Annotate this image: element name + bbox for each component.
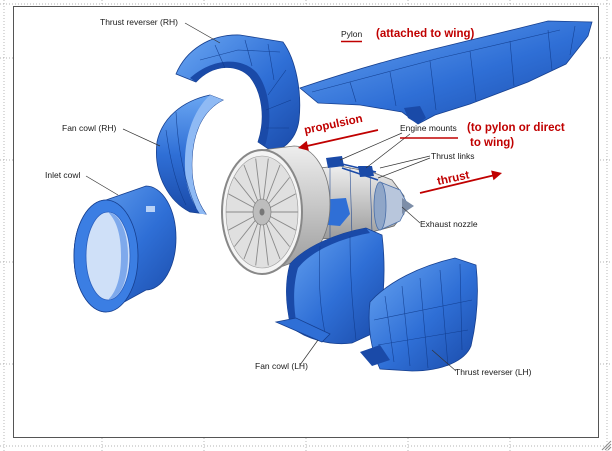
label-thrust-reverser-lh: Thrust reverser (LH) — [455, 367, 532, 377]
pylon-mount-fitting — [404, 106, 426, 124]
leader-exhaust-nozzle — [401, 206, 421, 224]
fan-spinner-tip — [259, 208, 265, 216]
grip-line — [607, 446, 612, 451]
label-exhaust-nozzle: Exhaust nozzle — [420, 219, 478, 229]
inlet-cowl-inner-wall — [108, 212, 128, 300]
fan-cowl-lh-part — [274, 227, 385, 345]
pylon-ribs — [311, 25, 576, 111]
propulsion-arrow-head — [298, 140, 309, 151]
annotation-pylon-note: (attached to wing) — [376, 28, 475, 40]
thrust-arrow-head — [491, 170, 502, 181]
grip-line — [601, 440, 612, 451]
leader-thrust-reverser-lh — [431, 349, 457, 372]
label-thrust-links: Thrust links — [431, 151, 474, 161]
leader-engine-mount-forward — [339, 132, 403, 161]
leader-thrust-link-upper — [379, 155, 431, 169]
fan-cowl-rh-detail — [165, 111, 197, 209]
label-engine-mounts: Engine mounts — [400, 123, 457, 133]
fan-cowl-lh-detail — [318, 235, 357, 341]
label-thrust-reverser-rh: Thrust reverser (RH) — [100, 17, 178, 27]
pylon-body — [299, 20, 593, 125]
thrust-arrow-shaft — [419, 174, 494, 194]
leader-engine-mount-aft — [365, 133, 411, 169]
annotation-mounts-note-line2: to wing) — [470, 137, 514, 149]
leader-inlet-cowl — [85, 175, 119, 196]
leader-thrust-link-lower — [377, 157, 431, 179]
propulsion-arrow-shaft — [306, 129, 379, 147]
grip-line — [604, 443, 612, 451]
leader-thrust-reverser-rh — [184, 22, 221, 44]
thrust-reverser-rh-lattice — [199, 39, 292, 129]
label-pylon: Pylon — [341, 29, 363, 39]
engine-mount-forward — [326, 156, 344, 168]
thrust-reverser-lh-latch — [360, 345, 390, 366]
inlet-cowl-access-panel — [146, 206, 155, 212]
fan-cowl-rh-part — [156, 94, 224, 215]
thrust-reverser-rh-edge — [190, 61, 270, 146]
thrust-reverser-lh-lattice — [373, 263, 473, 369]
thrust-link-rods — [341, 163, 379, 181]
exhaust-nozzle-ring — [373, 181, 387, 231]
leader-lines — [85, 22, 457, 372]
engine-assembly — [221, 145, 414, 275]
pylon-part — [299, 20, 593, 125]
thrust-reverser-lh-part — [360, 257, 478, 372]
fan-cowl-lh-latch-beam — [274, 317, 331, 343]
thrust-reverser-rh-part — [175, 34, 301, 153]
label-fan-cowl-rh: Fan cowl (RH) — [62, 123, 116, 133]
inlet-cowl-part — [73, 185, 177, 313]
leader-fan-cowl-lh — [299, 339, 319, 366]
fan-blades — [226, 158, 298, 266]
fan-cowl-rh-inner-edge — [184, 95, 223, 214]
label-fan-cowl-lh: Fan cowl (LH) — [255, 361, 308, 371]
label-inlet-cowl: Inlet cowl — [45, 170, 81, 180]
annotation-mounts-note-line1: (to pylon or direct — [467, 122, 565, 134]
leader-fan-cowl-rh — [122, 128, 161, 147]
fan-cowl-lh-front-edge — [286, 228, 370, 327]
resize-grip-icon[interactable] — [601, 440, 612, 451]
